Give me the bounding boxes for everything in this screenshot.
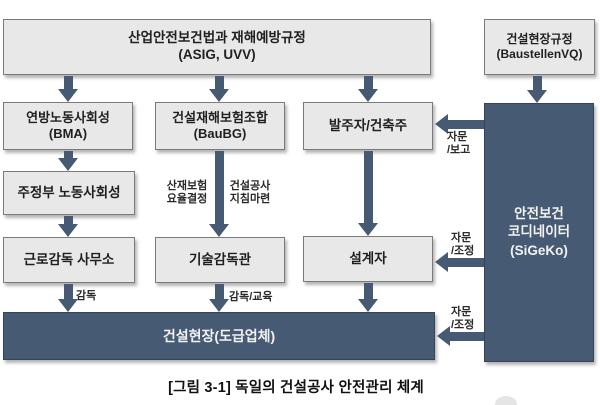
box-sigeko: 안전보건 코디네이터 (SiGeKo) [484, 103, 594, 362]
label-advice-report-line1: 자문 [447, 131, 468, 143]
label-advice-adjust-designer: 자문 /조정 [451, 232, 474, 258]
label-construction-guideline-line1: 건설공사 [229, 180, 271, 192]
arrow-owner-to-designer-shaft [364, 151, 373, 224]
box-baubg: 건설재해보험조합 (BauBG) [155, 102, 285, 150]
arrow-owner-to-designer-head [358, 223, 378, 236]
box-industrial-safety-law-line1: 산업안전보건법과 재해예방규정 [128, 30, 306, 46]
arrow-inspector-to-site-shaft [215, 284, 224, 300]
arrow-bma-to-state-head [58, 158, 78, 171]
arrow-inspector-to-site-head [209, 299, 229, 312]
arrow-baubg-to-inspector-shaft [215, 151, 224, 225]
arrow-designer-to-site-head [358, 299, 378, 312]
arrow-law-to-bma-shaft [64, 76, 73, 90]
label-insurance-rate: 산재보험 요율결정 [164, 180, 210, 206]
box-owner-label: 발주자/건축주 [328, 117, 408, 133]
arrow-baubg-to-inspector-head [209, 224, 229, 237]
arrow-inspection-to-site-head [58, 299, 78, 312]
arrow-sigeko-to-site-shaft [450, 332, 484, 341]
box-labor-inspection-office-label: 근로감독 사무소 [23, 251, 115, 267]
box-sigeko-line1: 안전보건 [514, 206, 564, 222]
label-supervision-education: 감독/교육 [229, 291, 273, 303]
box-industrial-safety-law: 산업안전보건법과 재해예방규정 (ASIG, UVV) [3, 19, 431, 75]
arrow-state-to-inspection-shaft [64, 216, 73, 225]
arrow-inspection-to-site-shaft [64, 284, 73, 300]
arrow-law-to-bma-head [58, 89, 78, 102]
arrow-state-to-inspection-head [58, 224, 78, 237]
label-advice-report-line2: /보고 [447, 143, 471, 156]
box-state-labor-label: 주정부 노동사회성 [17, 184, 121, 200]
box-technical-inspector-label: 기술감독관 [188, 251, 252, 267]
box-state-labor: 주정부 노동사회성 [3, 171, 135, 215]
arrow-law-to-owner-head [358, 89, 378, 102]
arrow-sigeko-to-site-head [437, 326, 450, 346]
box-baubg-line2: (BauBG) [193, 126, 247, 141]
watermark-blob [495, 396, 517, 405]
box-designer: 설계자 [303, 236, 433, 282]
arrow-sigeko-to-owner-head [435, 114, 448, 134]
label-advice-adjust-site: 자문 /조정 [451, 306, 474, 332]
label-insurance-rate-line1: 산재보험 [166, 180, 208, 192]
label-construction-guideline-line2: 지침마련 [229, 192, 271, 205]
box-labor-inspection-office: 근로감독 사무소 [3, 237, 135, 283]
box-owner: 발주자/건축주 [303, 102, 433, 150]
label-construction-guideline: 건설공사 지침마련 [227, 180, 273, 206]
arrow-law-to-baubg-shaft [215, 76, 224, 90]
box-sigeko-line3: (SiGeKo) [510, 242, 568, 258]
label-advice-adjust-site-line1: 자문 [451, 306, 472, 318]
box-bma: 연방노동사회성 (BMA) [3, 102, 133, 150]
arrow-sigeko-to-designer-shaft [448, 258, 484, 267]
label-advice-adjust-designer-line1: 자문 [451, 232, 472, 244]
box-construction-site-regulation-line1: 건설현장규정 [506, 32, 573, 46]
arrow-law-to-owner-shaft [364, 76, 373, 90]
box-construction-site-label: 건설현장(도급업체) [162, 327, 276, 344]
arrow-designer-to-site-shaft [364, 283, 373, 300]
arrow-sigeko-to-designer-head [435, 252, 448, 272]
box-construction-site: 건설현장(도급업체) [3, 312, 435, 360]
label-insurance-rate-line2: 요율결정 [166, 192, 208, 205]
arrow-bma-to-state-shaft [64, 151, 73, 159]
box-technical-inspector: 기술감독관 [155, 237, 285, 283]
box-sigeko-line2: 코디네이터 [507, 224, 571, 240]
box-designer-label: 설계자 [349, 250, 387, 266]
box-construction-site-regulation-line2: (BaustellenVQ) [496, 47, 583, 61]
box-construction-site-regulation: 건설현장규정 (BaustellenVQ) [484, 19, 595, 75]
arrow-sigeko-to-owner-shaft [448, 120, 484, 129]
arrow-regulation-to-sigeko-head [527, 90, 547, 103]
label-advice-adjust-designer-line2: /조정 [451, 244, 475, 257]
box-bma-line1: 연방노동사회성 [26, 109, 110, 125]
figure-caption: [그림 3-1] 독일의 건설공사 안전관리 체계 [168, 380, 424, 396]
box-baubg-line1: 건설재해보험조합 [172, 109, 268, 125]
box-industrial-safety-law-line2: (ASIG, UVV) [178, 47, 256, 62]
label-advice-adjust-site-line2: /조정 [451, 318, 475, 331]
box-bma-line2: (BMA) [48, 126, 88, 141]
arrow-law-to-baubg-head [209, 89, 229, 102]
label-supervision: 감독 [76, 290, 97, 302]
arrow-regulation-to-sigeko-shaft [533, 76, 542, 91]
label-advice-report: 자문 /보고 [447, 131, 470, 157]
